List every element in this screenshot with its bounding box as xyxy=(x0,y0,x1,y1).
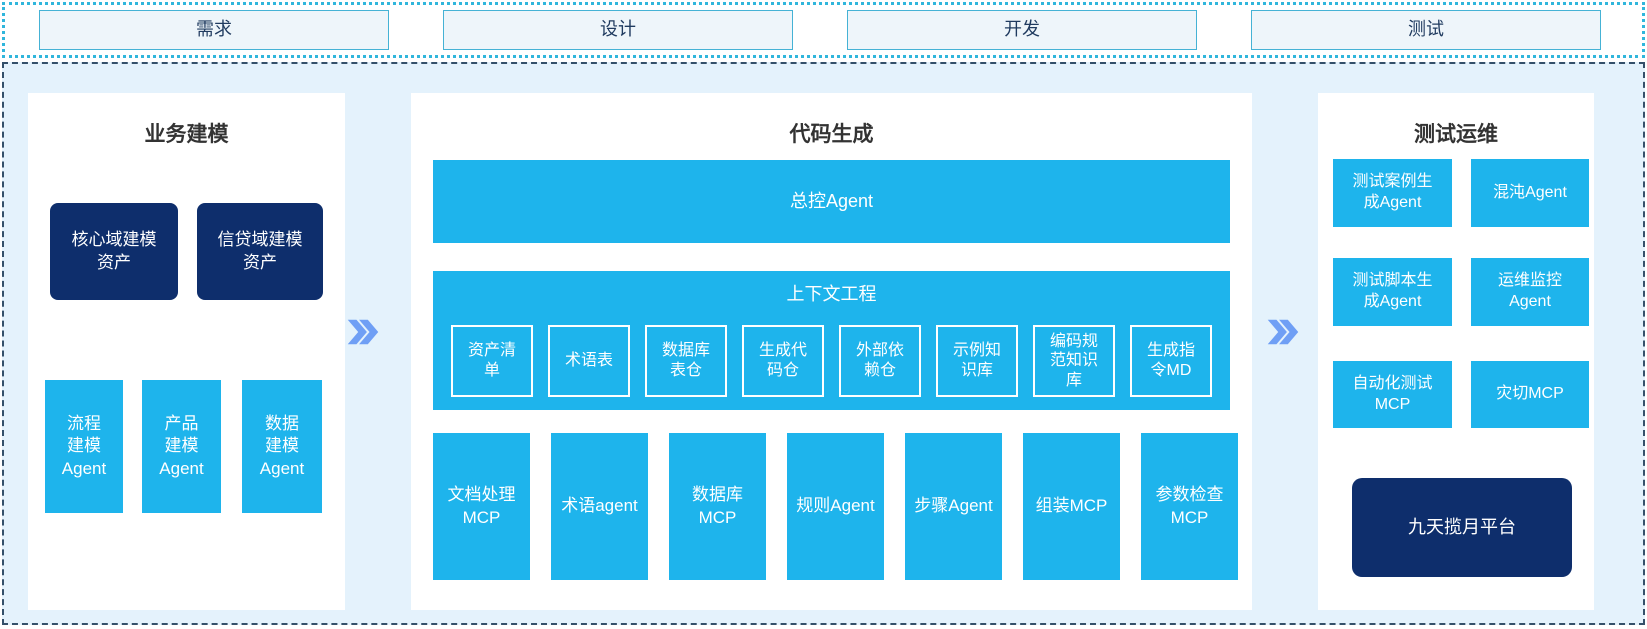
asset-credit-domain: 信贷域建模 资产 xyxy=(197,203,323,300)
mcp-disaster-switch: 灾切MCP xyxy=(1471,361,1589,428)
test-ops-title: 测试运维 xyxy=(1414,123,1498,147)
agent-test-case-generation: 测试案例生 成Agent xyxy=(1333,159,1452,227)
asset-core-domain: 核心域建模 资产 xyxy=(50,203,178,300)
master-agent-bar: 总控Agent xyxy=(433,160,1230,243)
context-item-asset-list: 资产清 单 xyxy=(451,325,533,397)
context-item-glossary: 术语表 xyxy=(548,325,630,397)
context-item-db-table-repo: 数据库 表仓 xyxy=(645,325,727,397)
phase-requirements: 需求 xyxy=(39,10,389,50)
mcp-database: 数据库 MCP xyxy=(669,433,766,580)
context-engineering-title: 上下文工程 xyxy=(786,284,877,304)
agent-product-modeling: 产品 建模 Agent xyxy=(142,380,221,513)
code-generation-title: 代码生成 xyxy=(789,123,874,147)
mcp-automated-testing: 自动化测试 MCP xyxy=(1333,361,1452,428)
phase-testing: 测试 xyxy=(1251,10,1601,50)
context-engineering-group: 上下文工程 资产清 单 术语表 数据库 表仓 生成代 码仓 外部依 赖仓 示例知… xyxy=(433,271,1230,410)
mcp-param-check: 参数检查 MCP xyxy=(1141,433,1238,580)
platform-jiutian-lanyue: 九天揽月平台 xyxy=(1352,478,1572,577)
agent-process-modeling: 流程 建模 Agent xyxy=(45,380,123,513)
context-item-external-deps-repo: 外部依 赖仓 xyxy=(839,325,921,397)
context-item-gen-instruction-md: 生成指 令MD xyxy=(1130,325,1212,397)
context-item-coding-standard-knowledge-base: 编码规 范知识 库 xyxy=(1033,325,1115,397)
mcp-assembly: 组装MCP xyxy=(1023,433,1120,580)
double-chevron-right-icon xyxy=(1267,319,1299,345)
mcp-doc-processing: 文档处理 MCP xyxy=(433,433,530,580)
panel-business-modeling: 业务建模 核心域建模 资产 信贷域建模 资产 流程 建模 Agent 产品 建模… xyxy=(28,93,345,610)
phase-development: 开发 xyxy=(847,10,1197,50)
double-chevron-right-icon xyxy=(347,319,379,345)
agent-data-modeling: 数据 建模 Agent xyxy=(242,380,322,513)
context-item-generated-code-repo: 生成代 码仓 xyxy=(742,325,824,397)
context-item-example-knowledge-base: 示例知 识库 xyxy=(936,325,1018,397)
agent-ops-monitoring: 运维监控 Agent xyxy=(1471,258,1589,326)
agent-chaos: 混沌Agent xyxy=(1471,159,1589,227)
agent-glossary: 术语agent xyxy=(551,433,648,580)
agent-test-script-generation: 测试脚本生 成Agent xyxy=(1333,258,1452,326)
panel-code-generation: 代码生成 总控Agent 上下文工程 资产清 单 术语表 数据库 表仓 生成代 … xyxy=(411,93,1252,610)
agent-step: 步骤Agent xyxy=(905,433,1002,580)
agent-rule: 规则Agent xyxy=(787,433,884,580)
business-modeling-title: 业务建模 xyxy=(144,123,229,147)
panel-test-ops: 测试运维 测试案例生 成Agent 混沌Agent 测试脚本生 成Agent 运… xyxy=(1318,93,1594,610)
phase-design: 设计 xyxy=(443,10,793,50)
